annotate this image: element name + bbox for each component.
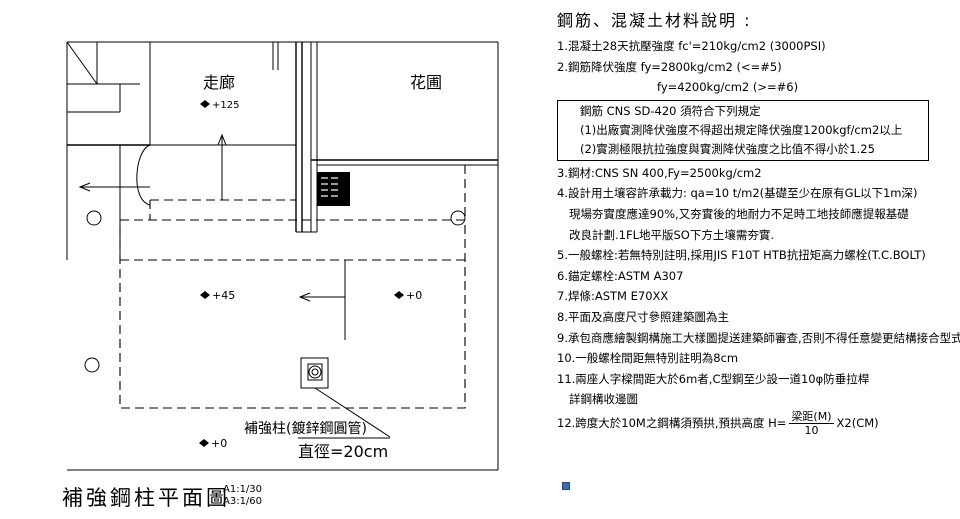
rebar-requirement-box: 鋼筋 CNS SD-420 須符合下列規定 (1)出廠實測降伏強度不得超出規定降… xyxy=(557,99,929,161)
equipment-panel xyxy=(317,172,350,206)
note-4c: 改良計劃.1FL地平版SO下方土壤需夯實. xyxy=(569,227,774,242)
scale-a1: A1:1/30 xyxy=(223,484,263,495)
grid-circle-bottom-left xyxy=(84,357,100,373)
grid-circle-left xyxy=(86,210,102,226)
note-12-prefix: 12.跨度大於10M之鋼構須預拱,預拱高度 H= xyxy=(557,415,787,430)
room-label-corridor: 走廊 xyxy=(203,73,235,92)
note-9: 9.承包商應繪製鋼構施工大樣圖提送建築師審查,否則不得任意變更結構接合型式 xyxy=(557,330,960,345)
note-12-suffix: X2(CM) xyxy=(836,415,879,430)
reinforcement-dashed-outline xyxy=(119,165,466,409)
level-marker-corridor: +125 xyxy=(200,100,239,111)
material-notes: 鋼筋、混凝土材料說明 : 1.混凝土28天抗壓強度 fc'=210kg/cm2 … xyxy=(557,6,960,437)
note-6: 6.錨定螺栓:ASTM A307 xyxy=(557,268,684,283)
level-marker-right: +0 xyxy=(394,289,422,302)
column-label: 補強柱(鍍鋅鋼圓管) xyxy=(244,420,367,437)
note-11b: 詳鋼構收邊圖 xyxy=(569,392,638,407)
note-2b: fy=4200kg/cm2 (>=#6) xyxy=(657,80,799,95)
box-line-1: 鋼筋 CNS SD-420 須符合下列規定 xyxy=(580,103,761,118)
level-text-corridor: +125 xyxy=(212,100,239,111)
flow-arrow-left xyxy=(78,182,150,192)
note-12-fraction: 梁距(M)10 xyxy=(789,409,834,437)
note-8: 8.平面及高度尺寸參照建築圖為主 xyxy=(557,309,729,324)
box-line-2: (1)出廠實測降伏強度不得超出規定降伏強度1200kgf/cm2以上 xyxy=(580,122,903,137)
grid-circle-right xyxy=(450,210,466,226)
note-11a: 11.兩座人字樑間距大於6m者,C型鋼至少設一道10φ防垂拉桿 xyxy=(557,371,870,386)
level-marker-bottom: +0 xyxy=(199,437,227,450)
note-12-numerator: 梁距(M) xyxy=(789,409,834,424)
note-3: 3.鋼材:CNS SN 400,Fy=2500kg/cm2 xyxy=(557,165,762,180)
level-text-left: +45 xyxy=(212,289,235,302)
note-4b: 現場夯實度應達90%,又夯實後的地耐力不足時工地技師應提報基礎 xyxy=(569,206,909,221)
note-7: 7.焊條:ASTM E70XX xyxy=(557,289,669,304)
reinforcement-column xyxy=(300,357,391,438)
plan-title: 補強鋼柱平面圖 xyxy=(62,486,230,510)
note-10: 10.一般螺栓間距無特別註明為8cm xyxy=(557,351,739,366)
flow-arrow-up xyxy=(217,133,227,200)
level-text-right: +0 xyxy=(406,289,422,302)
notes-title: 鋼筋、混凝土材料說明 : xyxy=(557,11,752,30)
small-marker-square xyxy=(562,482,570,490)
diameter-label: 直徑=20cm xyxy=(298,442,388,461)
note-1: 1.混凝土28天抗壓強度 fc'=210kg/cm2 (3000PSI) xyxy=(557,39,826,53)
door-swing-arc xyxy=(136,144,151,206)
note-2a: 2.鋼筋降伏強度 fy=2800kg/cm2 (<=#5) xyxy=(557,59,782,74)
scale-a3: A3:1/60 xyxy=(223,496,263,507)
plan-scales: A1:1/30 A3:1/60 xyxy=(223,484,262,508)
note-4a: 4.設計用土壤容許承載力: qa=10 t/m2(基礎至少在原有GL以下1m深) xyxy=(557,186,918,201)
level-text-bottom: +0 xyxy=(211,437,227,450)
note-12-denominator: 10 xyxy=(804,423,819,437)
flow-arrow-center xyxy=(298,260,346,340)
room-label-garden: 花圃 xyxy=(410,73,442,92)
box-line-3: (2)實測極限抗拉強度與實測降伏強度之比值不得小於1.25 xyxy=(580,141,875,156)
level-marker-left: +45 xyxy=(200,289,235,302)
note-5: 5.一般螺栓:若無特別註明,採用JIS F10T HTB抗扭矩高力螺栓(T.C.… xyxy=(557,248,926,263)
plan-outline xyxy=(66,41,499,471)
walls xyxy=(67,42,498,233)
